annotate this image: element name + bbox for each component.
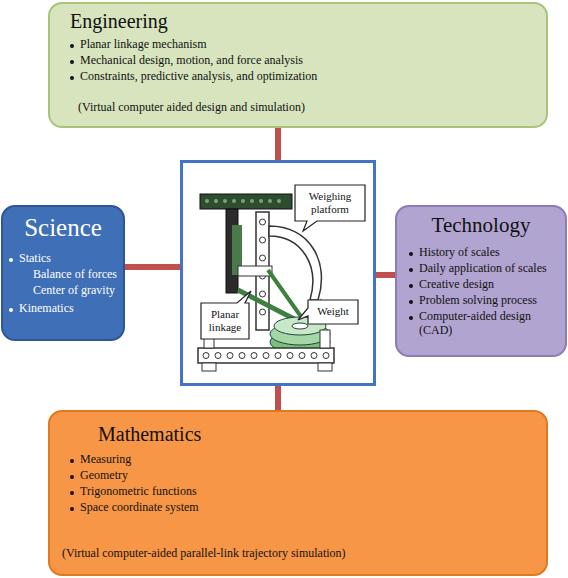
connector-line <box>125 264 180 270</box>
scale-illustration-part <box>318 363 332 371</box>
scale-illustration-part-part <box>259 199 263 203</box>
box-item: Geometry <box>80 468 280 482</box>
box-item: (Virtual computer aided design and simul… <box>78 100 368 114</box>
bullet-dot <box>409 316 413 320</box>
scale-illustration-part-part <box>260 309 266 315</box>
scale-illustration-part-part <box>277 199 281 203</box>
mathematics-box: MathematicsMeasuringGeometryTrigonometri… <box>48 410 548 576</box>
box-item: Planar linkage mechanism <box>80 37 370 51</box>
box-item: Mechanical design, motion, and force ana… <box>80 53 370 67</box>
bullet-dot <box>70 475 74 479</box>
bullet-dot <box>70 76 74 80</box>
box-item: Problem solving process <box>419 293 559 307</box>
box-heading: Technology <box>397 213 565 238</box>
bullet-dot <box>409 252 413 256</box>
box-item: Space coordinate system <box>80 500 280 514</box>
scale-illustration <box>182 162 375 385</box>
bullet-dot <box>409 300 413 304</box>
scale-illustration-part <box>203 353 329 359</box>
box-heading: Engineering <box>70 9 370 33</box>
illustration-frame: Weighing platformPlanar linkage Weight <box>180 160 376 386</box>
scale-illustration-part <box>200 194 292 209</box>
scale-illustration-part-part <box>232 199 236 203</box>
callout-label: Weight <box>308 300 358 324</box>
bullet-dot <box>70 507 74 511</box>
bullet-dot <box>409 268 413 272</box>
callout-label: Planar linkage <box>201 303 249 339</box>
callout-text: Weighing platform <box>295 190 365 216</box>
connector-line <box>275 386 281 410</box>
scale-illustration-part-part <box>203 353 209 359</box>
scale-illustration-part-part <box>263 353 269 359</box>
scale-illustration-part <box>202 363 216 371</box>
connector-line <box>275 128 281 160</box>
scale-illustration-part-part <box>311 353 317 359</box>
bullet-dot <box>9 308 13 312</box>
scale-illustration-part-part <box>260 237 266 243</box>
box-item: Statics <box>19 251 119 265</box>
scale-illustration-part-part <box>205 199 209 203</box>
scale-illustration-part <box>198 348 334 363</box>
bullet-dot <box>70 44 74 48</box>
scale-illustration-part-part <box>241 199 245 203</box>
scale-illustration-part-part <box>268 199 272 203</box>
scale-illustration-part-part <box>260 219 266 225</box>
box-item: History of scales <box>419 245 559 259</box>
scale-illustration-part-part <box>227 353 233 359</box>
scale-illustration-part <box>182 162 375 385</box>
callout-text: Planar linkage <box>201 308 249 334</box>
connector-line <box>376 272 395 278</box>
technology-box: TechnologyHistory of scalesDaily applica… <box>395 205 567 357</box>
scale-illustration-part-part <box>260 291 266 297</box>
bullet-dot <box>9 258 13 262</box>
box-item: Trigonometric functions <box>80 484 280 498</box>
scale-illustration-part-part <box>250 199 254 203</box>
box-item: Daily application of scales <box>419 261 559 275</box>
box-item: Computer-aided design (CAD) <box>419 309 545 338</box>
scale-illustration-part-part <box>287 353 293 359</box>
bullet-dot <box>409 284 413 288</box>
callout-text: Weight <box>308 305 358 318</box>
scale-illustration-part <box>292 323 308 329</box>
callout-outline-path <box>201 291 251 339</box>
scale-illustration-part-part <box>323 353 329 359</box>
box-item: Measuring <box>80 452 280 466</box>
bullet-dot <box>70 491 74 495</box>
scale-illustration-part-part <box>260 255 266 261</box>
scale-illustration-part-part <box>275 353 281 359</box>
scale-illustration-part-part <box>223 199 227 203</box>
scale-illustration-part-part <box>239 353 245 359</box>
callout-outline-path <box>295 185 365 231</box>
box-item: Kinematics <box>19 301 119 315</box>
callout-outline-path <box>298 300 358 324</box>
science-box: ScienceStaticsBalance of forcesCenter of… <box>1 205 125 341</box>
callout-label: Weighing platform <box>295 185 365 221</box>
box-item: (Virtual computer-aided parallel-link tr… <box>62 546 402 560</box>
engineering-box: EngineeringPlanar linkage mechanismMecha… <box>48 2 548 128</box>
box-item: Center of gravity <box>33 283 123 297</box>
box-heading: Science <box>3 213 123 243</box>
scale-illustration-part <box>269 226 321 300</box>
scale-illustration-part <box>320 330 330 348</box>
box-heading: Mathematics <box>98 422 298 446</box>
scale-illustration-part-part <box>214 199 218 203</box>
scale-illustration-part-part <box>299 353 305 359</box>
scale-illustration-part-part <box>251 353 257 359</box>
scale-illustration-part <box>205 199 281 203</box>
bullet-dot <box>70 459 74 463</box>
box-item: Creative design <box>419 277 559 291</box>
scale-illustration-part-part <box>215 353 221 359</box>
scale-illustration-part <box>268 270 302 318</box>
box-item: Constraints, predictive analysis, and op… <box>80 69 370 83</box>
bullet-dot <box>70 60 74 64</box>
box-item: Balance of forces <box>33 267 123 281</box>
